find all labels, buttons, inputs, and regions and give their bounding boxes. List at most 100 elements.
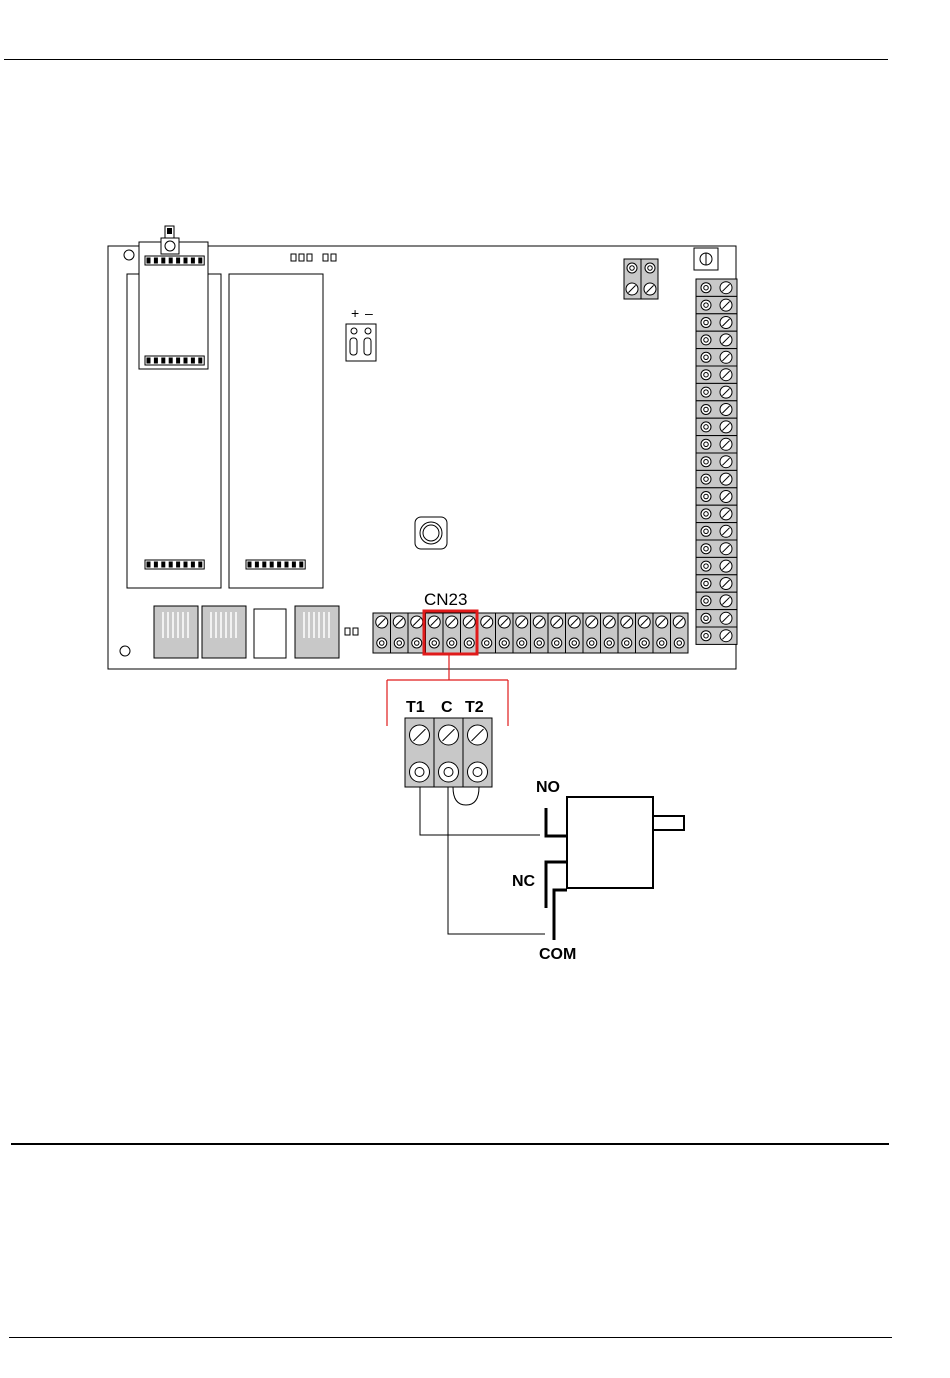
screw-terminal-icon: [720, 473, 732, 485]
screw-terminal-icon: [533, 616, 545, 628]
wire-clamp-icon: [701, 509, 711, 519]
screw-terminal-icon: [720, 421, 732, 433]
card-pins-top: [145, 256, 204, 265]
wire-clamp-icon: [517, 638, 527, 648]
screw-terminal-icon: [468, 725, 488, 745]
screw-terminal-icon: [720, 386, 732, 398]
screw-terminal-icon: [720, 543, 732, 555]
wire-clamp-icon: [701, 283, 711, 293]
screw-terminal-icon: [393, 616, 405, 628]
screw-terminal-icon: [720, 508, 732, 520]
wire-clamp-icon: [701, 526, 711, 536]
terminal-label-t1: T1: [406, 699, 425, 716]
screw-terminal-icon: [428, 616, 440, 628]
wire-clamp-icon: [587, 638, 597, 648]
wire-clamp-icon: [464, 638, 474, 648]
screw-terminal-icon: [720, 630, 732, 642]
screw-terminal-icon: [720, 525, 732, 537]
wire-clamp-icon: [447, 638, 457, 648]
screw-terminal-icon: [720, 491, 732, 503]
wire-clamp-icon: [701, 405, 711, 415]
screw-terminal-icon: [720, 612, 732, 624]
screw-terminal-icon: [481, 616, 493, 628]
wire-clamp-icon: [622, 638, 632, 648]
wire-clamp-icon: [552, 638, 562, 648]
screw-terminal-icon: [516, 616, 528, 628]
wire-clamp-icon: [604, 638, 614, 648]
screw-terminal-icon: [720, 351, 732, 363]
screw-terminal-icon: [621, 616, 633, 628]
screw-terminal-icon: [586, 616, 598, 628]
wire-clamp-icon: [701, 631, 711, 641]
screw-terminal-icon: [720, 299, 732, 311]
wire-clamp-icon: [701, 613, 711, 623]
wire-clamp-icon: [377, 638, 387, 648]
wiring: [420, 787, 545, 934]
screw-terminal-icon: [720, 334, 732, 346]
screw-terminal-icon: [603, 616, 615, 628]
screw-terminal-icon: [720, 438, 732, 450]
wire-clamp-icon: [645, 263, 655, 273]
module-slot-right-pins: [246, 560, 305, 569]
screw-terminal-icon: [551, 616, 563, 628]
wire-clamp-icon: [701, 422, 711, 432]
screw-terminal-icon: [720, 317, 732, 329]
screw-terminal-icon: [720, 560, 732, 572]
wire-clamp-icon: [482, 638, 492, 648]
terminal-label-c: C: [441, 699, 453, 716]
module-slot-right: [229, 274, 323, 588]
screw-terminal-icon: [644, 283, 656, 295]
rj45-port-icon: [295, 606, 339, 658]
screw-terminal-icon: [720, 282, 732, 294]
rj45-port-icon: [202, 606, 246, 658]
button-icon: [415, 517, 447, 549]
screw-terminal-icon: [720, 456, 732, 468]
no-label: NO: [536, 779, 560, 796]
wire-clamp-icon: [627, 263, 637, 273]
screw-terminal-icon: [463, 616, 475, 628]
wire-clamp-icon: [701, 596, 711, 606]
screw-terminal-icon: [720, 595, 732, 607]
wire-clamp-icon: [439, 762, 459, 782]
wire-clamp-icon: [569, 638, 579, 648]
screw-terminal-icon: [446, 616, 458, 628]
rj45-port-icon: [154, 606, 198, 658]
screw-terminal-icon: [656, 616, 668, 628]
screw-terminal-icon: [376, 616, 388, 628]
wire-clamp-icon: [412, 638, 422, 648]
connector-label: CN23: [424, 590, 467, 609]
bottom-rule: [9, 1337, 892, 1338]
wire-clamp-icon: [701, 544, 711, 554]
wire-clamp-icon: [394, 638, 404, 648]
terminal-label-t2: T2: [465, 699, 484, 716]
wire-clamp-icon: [410, 762, 430, 782]
wire-clamp-icon: [674, 638, 684, 648]
screw-terminal-icon: [720, 369, 732, 381]
wire-clamp-icon: [701, 579, 711, 589]
wire-clamp-icon: [701, 335, 711, 345]
screw-terminal-icon: [498, 616, 510, 628]
module-slot-left-pins: [145, 560, 204, 569]
screw-terminal-icon: [568, 616, 580, 628]
power-minus-label: –: [365, 305, 373, 321]
wire-clamp-icon: [701, 370, 711, 380]
screw-terminal-icon: [720, 578, 732, 590]
wire-clamp-icon: [701, 561, 711, 571]
wire-clamp-icon: [701, 474, 711, 484]
wire-clamp-icon: [701, 387, 711, 397]
screw-terminal-icon: [720, 404, 732, 416]
wire-clamp-icon: [701, 352, 711, 362]
nc-label: NC: [512, 873, 536, 890]
blank-port: [254, 609, 286, 658]
terminal-enlarged: [405, 718, 492, 787]
wire-clamp-icon: [657, 638, 667, 648]
terminal-column-right: [696, 279, 737, 644]
screw-terminal-icon: [626, 283, 638, 295]
jumper-icon: [346, 324, 376, 361]
wire-clamp-icon: [429, 638, 439, 648]
wire-clamp-icon: [534, 638, 544, 648]
footer-rule: [11, 1143, 889, 1145]
card-connector: [161, 238, 179, 254]
wire-clamp-icon: [701, 300, 711, 310]
